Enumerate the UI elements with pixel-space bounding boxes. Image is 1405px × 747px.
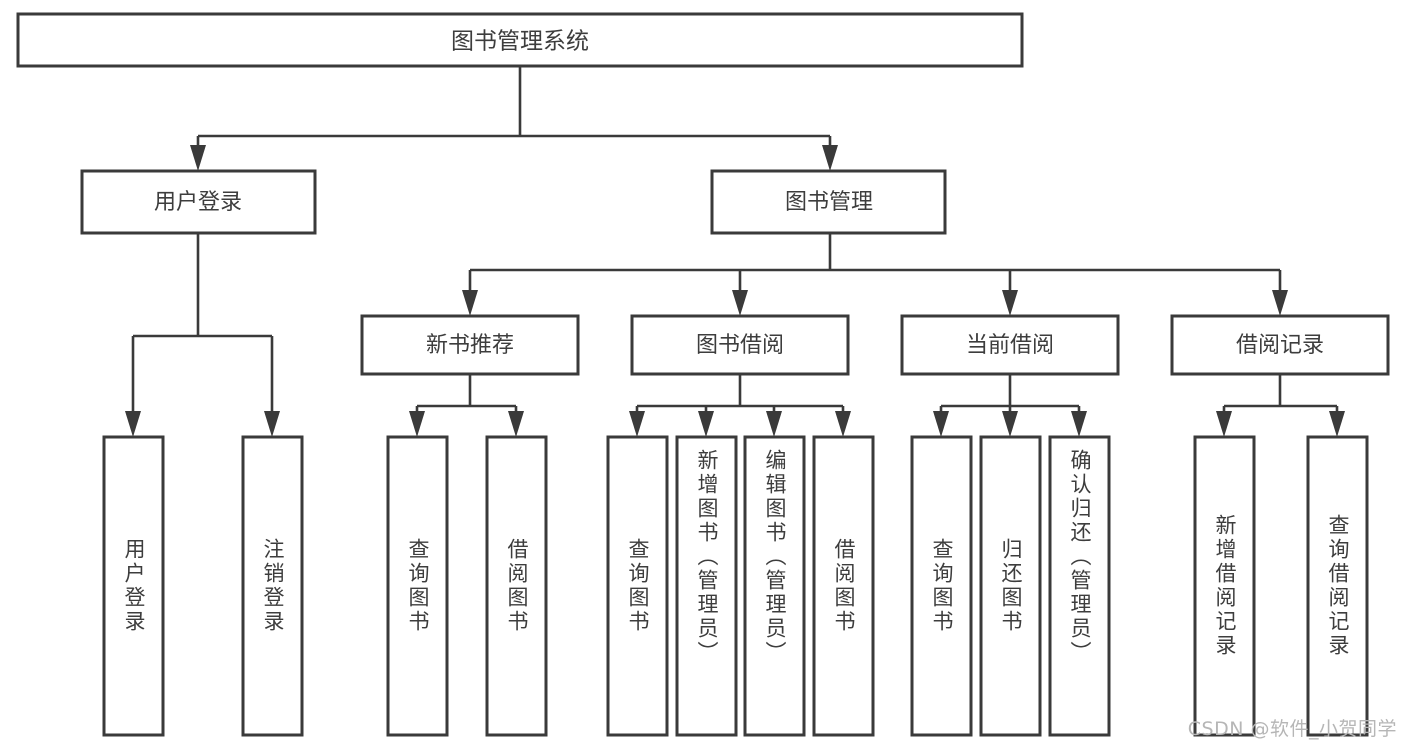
arrow-book-mgmt-to-l3-2-icon [1002, 290, 1018, 316]
arrow-current-leaf-1-icon [1002, 411, 1018, 437]
leaf-current-1-box[interactable] [979, 435, 1042, 737]
leaf-borrow-3-box[interactable] [812, 435, 875, 737]
arrow-record-leaf-0-icon [1216, 411, 1232, 437]
arrow-recommend-leaf-1-icon [508, 411, 524, 437]
node-book-borrow-box[interactable] [630, 314, 850, 376]
node-current-borrow[interactable]: 当前借阅 [900, 314, 1120, 376]
leaf-user-login-1-box[interactable] [241, 435, 304, 737]
connector-layer [125, 66, 1345, 437]
node-book-management[interactable]: 图书管理 [710, 169, 947, 235]
node-root-system-box[interactable] [16, 12, 1024, 68]
leaf-user-login-0-box[interactable] [102, 435, 165, 737]
arrow-user-login-leaf-1-icon [264, 411, 280, 437]
csdn-watermark: CSDN @软件_小贺同学 [1187, 718, 1397, 740]
arrow-book-mgmt-to-l3-3-icon [1272, 290, 1288, 316]
node-user-login[interactable]: 用户登录 [80, 169, 317, 235]
arrow-root-to-book-mgmt-icon [822, 145, 838, 171]
node-borrow-record[interactable]: 借阅记录 [1170, 314, 1390, 376]
node-book-management-box[interactable] [710, 169, 947, 235]
arrow-borrow-leaf-3-icon [835, 411, 851, 437]
leaf-current-2-box[interactable] [1048, 435, 1111, 737]
node-new-book-recommend-box[interactable] [360, 314, 580, 376]
arrow-borrow-leaf-0-icon [629, 411, 645, 437]
arrow-current-leaf-0-icon [933, 411, 949, 437]
arrow-current-leaf-2-icon [1071, 411, 1087, 437]
arrow-root-to-user-login-icon [190, 145, 206, 171]
node-new-book-recommend-label: 新书推荐 [426, 333, 514, 358]
leaf-record-0-box[interactable] [1193, 435, 1256, 737]
node-root-system-label: 图书管理系统 [451, 29, 589, 55]
leaf-borrow-0-box[interactable] [606, 435, 669, 737]
node-user-login-label: 用户登录 [154, 190, 242, 215]
node-book-borrow[interactable]: 图书借阅 [630, 314, 850, 376]
arrow-book-mgmt-to-l3-1-icon [732, 290, 748, 316]
arrow-borrow-leaf-1-icon [698, 411, 714, 437]
node-current-borrow-label: 当前借阅 [966, 333, 1054, 358]
node-current-borrow-box[interactable] [900, 314, 1120, 376]
leaf-current-0-box[interactable] [910, 435, 973, 737]
arrow-recommend-leaf-0-icon [409, 411, 425, 437]
node-book-management-label: 图书管理 [785, 190, 873, 215]
node-root-system[interactable]: 图书管理系统 [16, 12, 1024, 68]
node-borrow-record-label: 借阅记录 [1236, 333, 1324, 358]
leaf-borrow-1-box[interactable] [675, 435, 738, 737]
leaf-recommend-1-box[interactable] [485, 435, 548, 737]
leaf-borrow-2-box[interactable] [743, 435, 806, 737]
arrow-book-mgmt-to-l3-0-icon [462, 290, 478, 316]
leaf-record-1-box[interactable] [1306, 435, 1369, 737]
node-new-book-recommend[interactable]: 新书推荐 [360, 314, 580, 376]
node-user-login-box[interactable] [80, 169, 317, 235]
node-borrow-record-box[interactable] [1170, 314, 1390, 376]
arrow-user-login-leaf-0-icon [125, 411, 141, 437]
arrow-borrow-leaf-2-icon [766, 411, 782, 437]
node-book-borrow-label: 图书借阅 [696, 333, 784, 358]
arrow-record-leaf-1-icon [1329, 411, 1345, 437]
leaf-recommend-0-box[interactable] [386, 435, 449, 737]
